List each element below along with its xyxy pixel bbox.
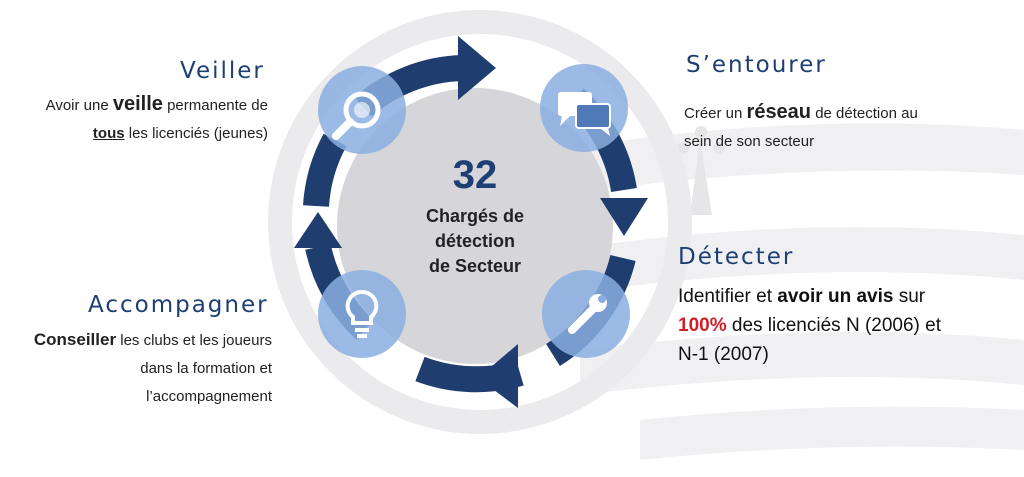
arrowhead-left (294, 212, 342, 248)
cycle-arrowheads (294, 36, 648, 408)
veiller-description: Avoir une veille permanente de tous les … (45, 93, 268, 142)
chat-bubbles-icon (540, 64, 628, 152)
detecter-emphasis: avoir un avis (777, 286, 894, 307)
inner-disc (337, 88, 613, 364)
ermine-mark (677, 126, 725, 215)
entourer-title: S’entourer (686, 52, 827, 78)
arrowhead-bottom (478, 344, 518, 408)
center-label: 32 Chargés de détection de Secteur (400, 152, 550, 279)
detecter-percent: 100% (678, 315, 727, 336)
center-line-3: de Secteur (428, 256, 522, 276)
accompagner-emphasis: Conseiller (33, 330, 117, 349)
veiller-underline: tous (92, 125, 125, 142)
arrowhead-right (600, 198, 648, 236)
center-line-1: Chargés de (425, 206, 525, 226)
veiller-title: Veiller (180, 58, 265, 84)
center-number: 32 (452, 153, 498, 197)
veiller-emphasis: veille (112, 93, 163, 115)
detecter-description: Identifier et avoir un avis sur 100% des… (678, 286, 941, 365)
arrowhead-top (458, 36, 496, 100)
magnifier-icon (318, 66, 406, 154)
wrench-icon (542, 270, 630, 358)
arc-left-top (303, 133, 347, 208)
detecter-title: Détecter (678, 244, 795, 270)
entourer-emphasis: réseau (746, 101, 812, 123)
entourer-description: Créer un réseau de détection au sein de … (684, 101, 918, 150)
outer-halo (268, 10, 692, 434)
center-line-2: détection (434, 231, 515, 251)
lightbulb-icon (318, 270, 406, 358)
accompagner-description: Conseiller les clubs et les joueurs dans… (33, 330, 272, 405)
accompagner-title: Accompagner (88, 292, 269, 318)
